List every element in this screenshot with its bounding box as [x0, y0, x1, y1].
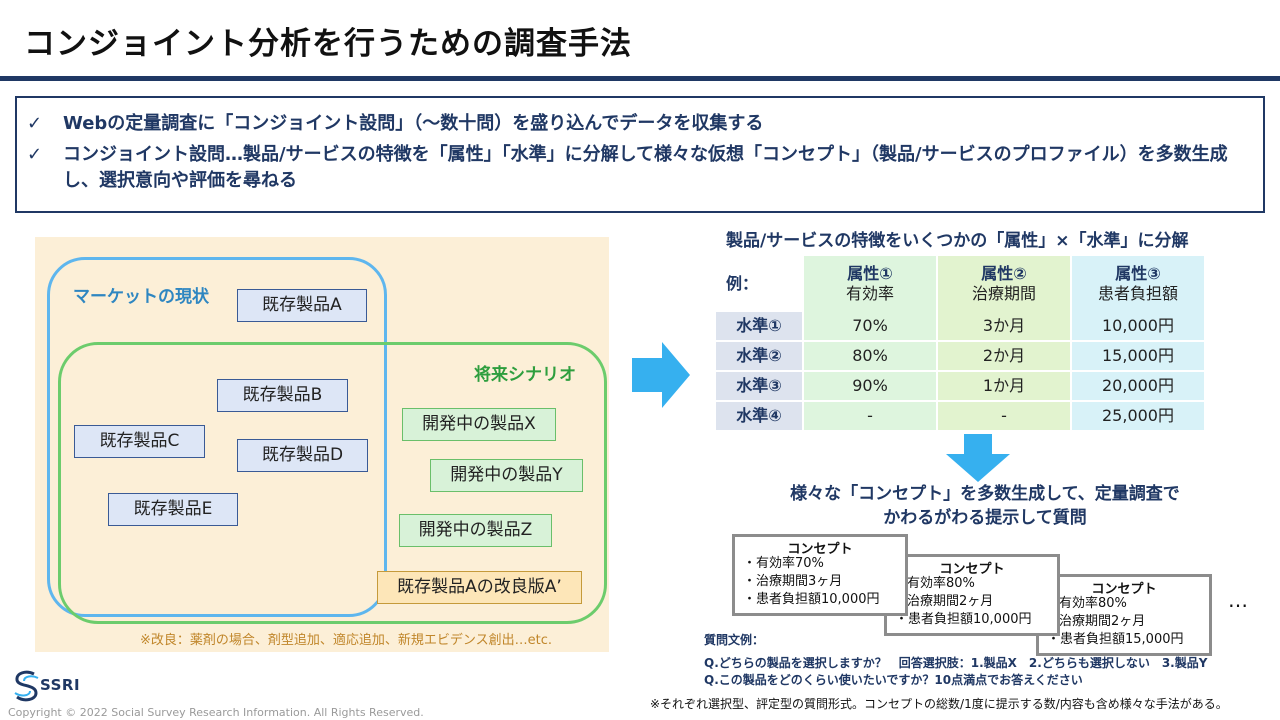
- concept-card-line: ・患者負担額10,000円: [743, 592, 880, 607]
- table-cell: 15,000円: [1072, 342, 1204, 370]
- market-label: マーケットの現状: [73, 287, 209, 307]
- table-header: 属性② 治療期間: [938, 256, 1070, 312]
- concept-card-line: ・患者負担額15,000円: [1047, 632, 1184, 647]
- dev-product-z: 開発中の製品Z: [399, 514, 552, 547]
- attribute-name: 属性①: [847, 264, 893, 283]
- table-header: 属性① 有効率: [804, 256, 936, 312]
- concept-card-line: 治療期間2ヶ月: [907, 594, 994, 609]
- concept-card-title: コンセプト: [1091, 582, 1157, 597]
- table-cell: 2か月: [938, 342, 1070, 370]
- question-examples: 質問文例： Q.どちらの製品を選択しますか？ 回答選択肢：1.製品X 2.どちら…: [704, 632, 1207, 689]
- dev-product-x: 開発中の製品X: [402, 408, 556, 441]
- table-cell: 10,000円: [1072, 312, 1204, 340]
- question-examples-label: 質問文例：: [704, 633, 765, 647]
- concept-card-line: 有効率80%: [1059, 596, 1127, 611]
- level-label: 水準③: [716, 372, 802, 400]
- arrow-down-icon: [946, 434, 1010, 482]
- page-title: コンジョイント分析を行うための調査手法: [24, 26, 632, 62]
- table-cell: 25,000円: [1072, 402, 1204, 430]
- title-divider: [0, 76, 1280, 81]
- existing-product-d: 既存製品D: [237, 439, 368, 472]
- table-cell: -: [804, 402, 936, 430]
- concept-card-1: コンセプト ・有効率70% ・治療期間3ヶ月 ・患者負担額10,000円: [732, 534, 908, 616]
- concepts-title-line: 様々な「コンセプト」を多数生成して、定量調査で: [790, 484, 1180, 504]
- table-cell: 80%: [804, 342, 936, 370]
- table-cell: 3か月: [938, 312, 1070, 340]
- footnote: ※それぞれ選択型、評定型の質問形式。コンセプトの総数/1度に提示する数/内容も含…: [650, 697, 1228, 711]
- attribute-name: 属性②: [981, 264, 1027, 283]
- summary-box: ✓ Webの定量調査に「コンジョイント設問」（～数十問）を盛り込んでデータを収集…: [15, 96, 1265, 213]
- ssri-logo-text: SSRI: [40, 676, 81, 694]
- concept-card-3: コンセプト 有効率80% 治療期間2ヶ月 ・患者負担額15,000円: [1036, 574, 1212, 656]
- copyright: Copyright © 2022 Social Survey Research …: [8, 706, 424, 719]
- concepts-title-line: かわるがわる提示して質問: [883, 508, 1087, 528]
- level-label: 水準①: [716, 312, 802, 340]
- level-label: 水準④: [716, 402, 802, 430]
- question-example: Q.どちらの製品を選択しますか？ 回答選択肢：1.製品X 2.どちらも選択しない…: [704, 656, 1208, 670]
- table-cell: 70%: [804, 312, 936, 340]
- market-ring: [47, 257, 387, 617]
- table-cell: -: [938, 402, 1070, 430]
- existing-product-a: 既存製品A: [237, 289, 367, 322]
- attribute-desc: 治療期間: [971, 284, 1036, 303]
- concepts-title: 様々な「コンセプト」を多数生成して、定量調査で かわるがわる提示して質問: [740, 482, 1230, 530]
- concept-card-title: コンセプト: [787, 542, 853, 557]
- example-label: 例：: [716, 256, 802, 312]
- concept-card-line: 有効率80%: [907, 576, 975, 591]
- improvement-note: ※改良：薬剤の場合、剤型追加、適応追加、新規エビデンス創出…etc.: [140, 633, 553, 648]
- future-scenario-ring: [58, 342, 607, 624]
- attribute-desc: 患者負担額: [1097, 284, 1178, 303]
- attribute-name: 属性③: [1115, 264, 1161, 283]
- ssri-logo-icon: [14, 670, 39, 702]
- concept-card-title: コンセプト: [939, 562, 1005, 577]
- concept-card-2: コンセプト 有効率80% 治療期間2ヶ月 ・患者負担額10,000円: [884, 554, 1060, 636]
- more-concepts-ellipsis: …: [1228, 588, 1248, 612]
- concept-card-line: ・有効率70%: [743, 556, 824, 571]
- summary-bullet-text: コンジョイント設問…製品/サービスの特徴を「属性」「水準」に分解して様々な仮想「…: [63, 144, 1228, 191]
- arrow-right-icon: [632, 342, 690, 408]
- table-cell: 1か月: [938, 372, 1070, 400]
- check-icon: ✓: [27, 113, 43, 134]
- check-icon: ✓: [27, 144, 43, 165]
- concept-card-line: ・治療期間3ヶ月: [743, 574, 843, 589]
- existing-product-e: 既存製品E: [108, 493, 238, 526]
- question-example: Q.この製品をどのくらい使いたいですか？10点満点でお答えください: [704, 673, 1083, 687]
- attribute-desc: 有効率: [845, 284, 894, 303]
- table-header: 属性③ 患者負担額: [1072, 256, 1204, 312]
- existing-product-c: 既存製品C: [74, 425, 205, 458]
- future-scenario-label: 将来シナリオ: [474, 365, 576, 385]
- table-cell: 20,000円: [1072, 372, 1204, 400]
- summary-bullet-text: Webの定量調査に「コンジョイント設問」（～数十問）を盛り込んでデータを収集する: [63, 113, 764, 134]
- level-label: 水準②: [716, 342, 802, 370]
- dev-product-y: 開発中の製品Y: [430, 459, 583, 492]
- improved-product-a: 既存製品Aの改良版A’: [377, 571, 582, 604]
- attributes-title: 製品/サービスの特徴をいくつかの「属性」×「水準」に分解: [726, 231, 1189, 251]
- concept-card-line: ・患者負担額10,000円: [895, 612, 1032, 627]
- concept-card-line: 治療期間2ヶ月: [1059, 614, 1146, 629]
- existing-product-b: 既存製品B: [217, 379, 348, 412]
- table-cell: 90%: [804, 372, 936, 400]
